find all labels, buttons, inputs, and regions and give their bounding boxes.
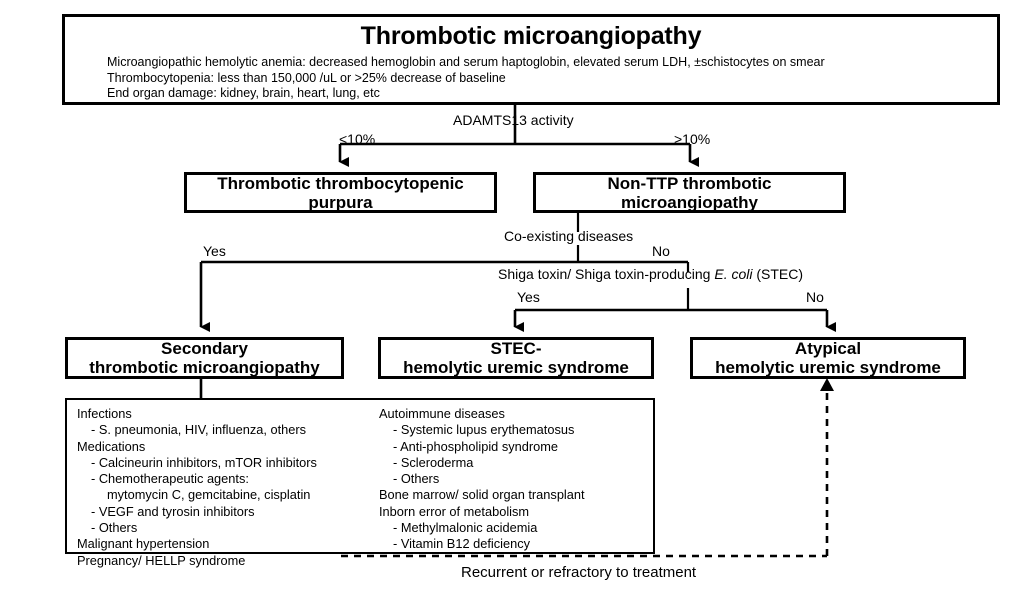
node-atypical-line1: Atypical <box>794 339 862 358</box>
cause-item: Bone marrow/ solid organ transplant <box>379 487 585 503</box>
edge-shiga-split <box>513 308 836 332</box>
node-non-ttp-line2: microangiopathy <box>621 192 758 212</box>
secondary-tma-causes-box: Infections- S. pneumonia, HIV, influenza… <box>65 398 655 568</box>
branch-label-adamts13-low: <10% <box>339 131 376 147</box>
node-stec-line2: hemolytic uremic syndrome <box>403 358 629 377</box>
node-secondary-line2: thrombotic microangiopathy <box>89 358 320 377</box>
causes-right-column: Autoimmune diseases- Systemic lupus eryt… <box>377 406 659 551</box>
node-stec-line1: STEC- <box>490 339 542 358</box>
cause-item: - Scleroderma <box>393 454 474 470</box>
cause-item: Autoimmune diseases <box>379 406 505 421</box>
cause-item: - Methylmalonic acidemia <box>393 520 538 536</box>
node-atypical-line2: hemolytic uremic syndrome <box>715 358 941 377</box>
branch-label-shiga-no: No <box>806 289 824 305</box>
cause-item: - VEGF and tyrosin inhibitors <box>91 503 255 519</box>
decision-adamts13-label: ADAMTS13 activity <box>453 112 574 128</box>
tma-definition-box: Thrombotic microangiopathy Microangiopat… <box>62 14 1000 105</box>
node-stec-hus: STEC- hemolytic uremic syndrome <box>378 337 654 379</box>
node-non-ttp-tma: Non-TTP thrombotic microangiopathy <box>533 172 846 213</box>
shiga-ecoli-italic: E. coli <box>714 266 753 282</box>
cause-item: Infections <box>77 406 132 421</box>
cause-item: Pregnancy/ HELLP syndrome <box>77 552 246 568</box>
cause-item: - Chemotherapeutic agents: <box>91 471 249 487</box>
cause-item: - Calcineurin inhibitors, mTOR inhibitor… <box>91 454 317 470</box>
page-title: Thrombotic microangiopathy <box>360 22 702 50</box>
cause-item: Malignant hypertension <box>77 536 210 552</box>
cause-item: - Anti-phospholipid syndrome <box>393 438 559 454</box>
cause-item: - Systemic lupus erythematosus <box>393 422 575 438</box>
shiga-suffix-text: (STEC) <box>752 266 804 282</box>
branch-label-coexisting-yes: Yes <box>203 243 226 259</box>
cause-item: - Vitamin B12 deficiency <box>393 536 531 552</box>
edge-feedback-arrowhead <box>820 378 834 391</box>
cause-item: Inborn error of metabolism <box>379 503 530 519</box>
node-ttp-line2: purpura <box>308 192 373 212</box>
cause-item: - S. pneumonia, HIV, influenza, others <box>91 422 307 438</box>
cause-item: - Others <box>393 471 440 487</box>
node-ttp: Thrombotic thrombocytopenic purpura <box>184 172 497 213</box>
node-secondary-line1: Secondary <box>161 339 248 358</box>
shiga-prefix-text: Shiga toxin/ Shiga toxin-producing <box>498 266 715 282</box>
decision-shiga-toxin-label: Shiga toxin/ Shiga toxin-producing E. co… <box>498 266 803 282</box>
feedback-loop-label: Recurrent or refractory to treatment <box>461 564 697 581</box>
branch-label-adamts13-high: >10% <box>674 131 711 147</box>
branch-label-coexisting-no: No <box>652 243 670 259</box>
node-secondary-tma: Secondary thrombotic microangiopathy <box>65 337 344 379</box>
cause-item: Medications <box>77 438 146 454</box>
criterion-thrombocytopenia: Thrombocytopenia: less than 150,000 /uL … <box>107 70 506 85</box>
criterion-end-organ-damage: End organ damage: kidney, brain, heart, … <box>107 86 380 100</box>
causes-left-column: Infections- S. pneumonia, HIV, influenza… <box>67 406 377 568</box>
node-atypical-hus: Atypical hemolytic uremic syndrome <box>690 337 966 379</box>
decision-coexisting-label: Co-existing diseases <box>504 228 634 244</box>
node-non-ttp-line1: Non-TTP thrombotic <box>607 173 772 193</box>
cause-item: mytomycin C, gemcitabine, cisplatin <box>107 487 311 503</box>
criterion-hemolytic-anemia: Microangiopathic hemolytic anemia: decre… <box>107 55 825 69</box>
node-ttp-line1: Thrombotic thrombocytopenic <box>217 173 464 193</box>
branch-label-shiga-yes: Yes <box>517 289 540 305</box>
cause-item: - Others <box>91 520 138 536</box>
